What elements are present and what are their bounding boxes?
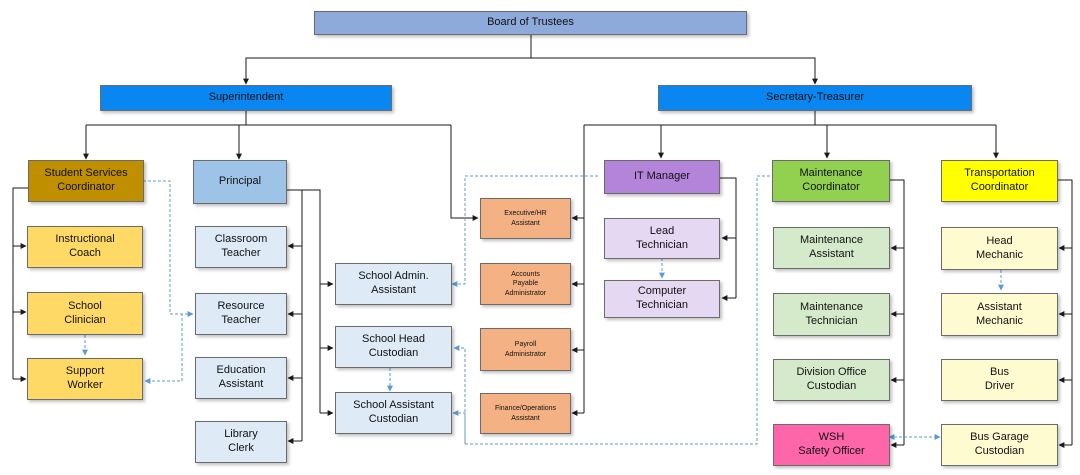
classroom-teacher-box[interactable]: Classroom Teacher <box>195 226 287 268</box>
connector-board-superintendent <box>243 35 532 85</box>
student-services-coordinator-box[interactable]: Student Services Coordinator <box>28 160 144 202</box>
library-clerk-box[interactable]: Library Clerk <box>195 421 287 463</box>
solid-connectors <box>12 35 1073 448</box>
maintenance-technician-box[interactable]: Maintenance Technician <box>773 293 890 336</box>
maintenance-assistant-box[interactable]: Maintenance Assistant <box>773 227 890 269</box>
lead-technician-box[interactable]: Lead Technician <box>604 218 720 259</box>
school-admin-assistant-box[interactable]: School Admin. Assistant <box>335 263 452 305</box>
accounts-payable-administrator-box[interactable]: Accounts Payable Administrator <box>480 263 571 305</box>
executive-hr-assistant-box[interactable]: Executive/HR Assistant <box>480 198 571 239</box>
computer-technician-box[interactable]: Computer Technician <box>604 280 720 318</box>
school-assistant-custodian-box[interactable]: School Assistant Custodian <box>335 392 452 434</box>
school-head-custodian-box[interactable]: School Head Custodian <box>335 326 452 368</box>
connector-it-bus <box>720 177 737 298</box>
instructional-coach-box[interactable]: Instructional Coach <box>27 226 143 268</box>
payroll-administrator-box[interactable]: Payroll Administrator <box>480 328 571 371</box>
resource-teacher-box[interactable]: Resource Teacher <box>195 293 287 335</box>
connector-sup-executive-hr <box>450 125 479 221</box>
dashed-maintenance-head-custodian <box>453 175 770 445</box>
bus-garage-custodian-box[interactable]: Bus Garage Custodian <box>941 424 1058 466</box>
maintenance-coordinator-box[interactable]: Maintenance Coordinator <box>772 160 890 202</box>
connector-board-secretary <box>531 57 818 85</box>
head-mechanic-box[interactable]: Head Mechanic <box>941 227 1058 270</box>
superintendent-box[interactable]: Superintendent <box>100 85 392 111</box>
secretary-treasurer-box[interactable]: Secretary-Treasurer <box>658 85 972 111</box>
connector-principal-bus2 <box>286 189 321 413</box>
wsh-safety-officer-box[interactable]: WSH Safety Officer <box>773 424 890 466</box>
education-assistant-box[interactable]: Education Assistant <box>195 357 287 399</box>
assistant-mechanic-box[interactable]: Assistant Mechanic <box>941 293 1058 336</box>
dashed-maintenance-assistant-custodian <box>452 410 466 444</box>
transportation-coordinator-box[interactable]: Transportation Coordinator <box>941 160 1058 202</box>
bus-driver-box[interactable]: Bus Driver <box>941 359 1058 401</box>
dashed-ss-resource <box>143 180 194 317</box>
board-of-trustees-box[interactable]: Board of Trustees <box>314 11 747 35</box>
finance-operations-assistant-box[interactable]: Finance/Operations Assistant <box>480 393 571 434</box>
connector-ss-bus <box>12 187 28 379</box>
connector-principal-bus1 <box>286 189 303 441</box>
support-worker-box[interactable]: Support Worker <box>27 358 143 400</box>
connector-maint-bus <box>889 179 905 445</box>
dashed-resource-support <box>144 313 193 384</box>
principal-box[interactable]: Principal <box>193 160 287 204</box>
division-office-custodian-box[interactable]: Division Office Custodian <box>773 359 890 401</box>
dashed-executive-admin <box>451 175 598 287</box>
it-manager-box[interactable]: IT Manager <box>604 160 720 194</box>
connector-trans-bus <box>1057 179 1073 445</box>
dashed-connectors <box>82 175 1004 445</box>
school-clinician-box[interactable]: School Clinician <box>27 292 143 335</box>
